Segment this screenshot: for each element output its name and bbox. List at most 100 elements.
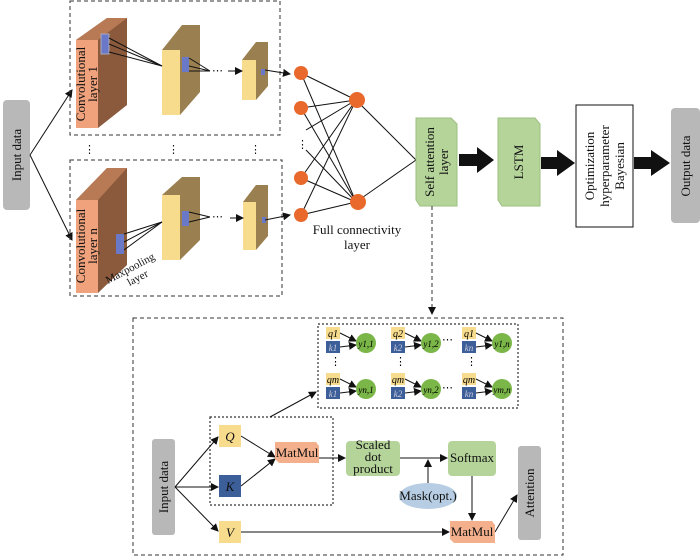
k-block: K (219, 475, 241, 497)
score-node (421, 333, 441, 353)
vdots: ⋮ (84, 144, 95, 156)
query-label: qm (327, 375, 339, 386)
query-label: q1 (328, 329, 338, 340)
svg-text:V: V (226, 525, 236, 540)
arrow (339, 378, 357, 388)
matmul-1: MatMul (275, 442, 319, 463)
vdots: ⋮ (297, 139, 308, 151)
qk-group (209, 416, 334, 506)
input-data-block: Input data (3, 100, 30, 210)
svg-text:Output data: Output data (678, 135, 693, 196)
query-cell (462, 373, 476, 385)
arrow (475, 341, 493, 350)
ellipsis: ⋯ (442, 334, 453, 346)
svg-text:MatMul: MatMul (276, 445, 319, 460)
key-cell (326, 387, 340, 399)
arrow (404, 332, 422, 342)
arrow (404, 378, 422, 388)
key-label: k2 (394, 389, 403, 399)
pool-layer-1 (162, 25, 200, 115)
svg-text:OptimizationhyperparameterBaye: OptimizationhyperparameterBayesian (582, 125, 627, 207)
svg-text:Convolutionallayer n: Convolutionallayer n (73, 208, 100, 283)
query-cell (391, 327, 405, 339)
query-cell (326, 373, 340, 385)
svg-text:Q: Q (225, 429, 235, 444)
score-node (356, 333, 376, 353)
score-label: y1,1 (357, 339, 373, 349)
v-block: V (219, 521, 241, 543)
pool-layer-nb (243, 185, 268, 250)
pool-layer-1b (242, 42, 268, 100)
svg-text:Attention: Attention (522, 468, 537, 518)
key-cell (326, 341, 340, 353)
vdots: ⋮ (330, 356, 341, 368)
key-label: kn (465, 389, 474, 399)
input-data-label: Input data (9, 129, 24, 182)
score-label: yn,2 (422, 385, 439, 395)
score-node (492, 333, 512, 353)
attention-detail (132, 317, 564, 556)
conv-branch-n (69, 159, 283, 297)
svg-text:Input data: Input data (156, 461, 171, 514)
conv-layer-n: Convolutionallayer n (73, 168, 127, 293)
query-cell (326, 327, 340, 339)
q-block: Q (219, 425, 241, 447)
score-label: y1,n (493, 339, 510, 349)
key-cell (462, 387, 476, 399)
arrow-icon (634, 150, 670, 176)
query-label: q1 (464, 329, 474, 340)
mask-optional: Mask(opt.) (399, 483, 457, 509)
pool-layer-n (162, 177, 200, 260)
softmax: Softmax (448, 441, 496, 476)
fc-nodes (294, 66, 366, 222)
arrow (404, 387, 422, 396)
svg-text:K: K (225, 479, 236, 494)
score-grid (317, 323, 519, 409)
key-label: kn (465, 343, 474, 353)
ellipsis: ⋯ (212, 65, 223, 77)
arrow (475, 378, 493, 388)
arrow (475, 387, 493, 396)
bayesian-optimization-block: OptimizationhyperparameterBayesian (575, 104, 634, 228)
ellipsis: ⋯ (442, 382, 453, 394)
key-cell (462, 341, 476, 353)
arrow (339, 332, 357, 342)
score-label: y1,2 (422, 339, 439, 349)
svg-text:Convolutionallayer 1: Convolutionallayer 1 (73, 46, 100, 121)
matmul-2: MatMul (450, 521, 495, 543)
attention-output: Attention (518, 446, 541, 540)
query-cell (391, 373, 405, 385)
ellipsis: ⋯ (212, 211, 223, 223)
svg-text:MatMul: MatMul (451, 524, 494, 539)
score-node (421, 379, 441, 399)
arrow (475, 332, 493, 342)
arrow-icon (541, 150, 575, 176)
key-label: k1 (329, 343, 338, 353)
arrow (339, 387, 357, 396)
score-node (356, 379, 376, 399)
svg-text:Softmax: Softmax (450, 450, 495, 465)
key-label: k2 (394, 343, 403, 353)
vdots: ⋮ (466, 356, 477, 368)
attention-score-grid: q1 k1 y1,1 q2 k2 y1,2 q1 kn y1,n qm k1 yn,1 qm k2 yn,2… (326, 327, 512, 399)
score-node (492, 379, 512, 399)
svg-text:LSTM: LSTM (511, 144, 526, 179)
score-label: ym,n (492, 385, 511, 395)
query-cell (462, 327, 476, 339)
key-label: k1 (329, 389, 338, 399)
attention-input-block: Input data (152, 439, 175, 535)
query-label: qm (463, 375, 475, 386)
query-label: q2 (393, 329, 403, 340)
conv-branch-1 (69, 0, 281, 136)
conv-layer-1: Convolutionallayer 1 (73, 18, 127, 128)
output-data-block: Output data (671, 108, 700, 223)
score-label: yn,1 (357, 385, 373, 395)
vdots: ⋮ (250, 144, 261, 156)
self-attention-layer: Self attentionlayer (415, 117, 458, 207)
query-label: qm (392, 375, 404, 386)
svg-text:Mask(opt.): Mask(opt.) (399, 488, 456, 503)
arrow (339, 341, 357, 350)
vdots: ⋮ (168, 144, 179, 156)
